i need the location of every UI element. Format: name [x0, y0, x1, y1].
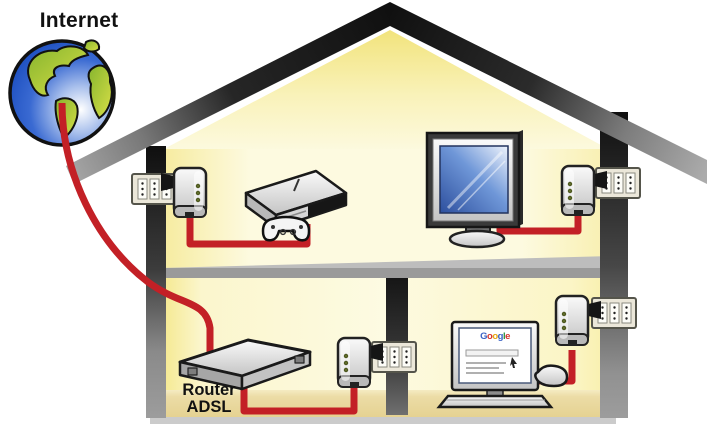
- search-logo-letter: l: [502, 331, 506, 342]
- router-label-line2: ADSL: [186, 398, 232, 416]
- continent-north-america: [27, 45, 90, 97]
- roof-right: [390, 2, 707, 184]
- floor-slab: [160, 268, 612, 278]
- mouse: [534, 364, 569, 388]
- tv-screen: [439, 145, 509, 214]
- search-logo-letter: e: [505, 331, 510, 342]
- desktop-computer: [436, 320, 569, 409]
- floor-slab-top: [160, 256, 612, 268]
- router-port-side: [294, 355, 305, 364]
- game-console: [244, 169, 348, 242]
- router-label-line1: Router: [182, 381, 236, 399]
- search-logo: Google: [469, 331, 521, 343]
- search-bar: [465, 349, 519, 357]
- cable-router-to-adapter: [240, 376, 358, 415]
- router-adsl-label: Router ADSL: [156, 382, 262, 416]
- keyboard: [436, 394, 554, 409]
- right-wall: [600, 112, 628, 418]
- game-controller: [261, 215, 311, 242]
- roof-left: [66, 2, 390, 184]
- search-logo-letter: G: [480, 331, 487, 342]
- search-logo-letter: o: [492, 331, 498, 342]
- tv-stand-base: [448, 229, 506, 249]
- tv: [425, 130, 523, 249]
- cables: [58, 102, 582, 415]
- internet-label: Internet: [39, 9, 119, 32]
- search-logo-letter: g: [497, 331, 504, 342]
- router-port-front: [187, 367, 198, 376]
- foundation: [150, 417, 616, 424]
- continent-europe: [82, 39, 101, 53]
- attic-gable: [162, 30, 610, 150]
- left-wall: [146, 146, 166, 418]
- search-logo-letter: o: [487, 331, 493, 342]
- cable-internet-to-router: [58, 102, 214, 354]
- cursor-arrow: [510, 357, 517, 368]
- adsl-router: [178, 338, 312, 391]
- continent-africa: [87, 64, 113, 120]
- upper-room: [160, 149, 612, 270]
